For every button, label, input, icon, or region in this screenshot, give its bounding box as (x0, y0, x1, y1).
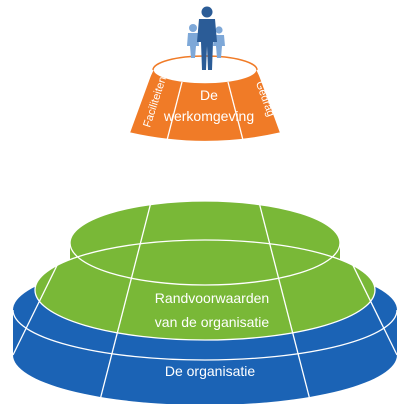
people-group-icon (187, 6, 225, 70)
work-environment-title-line2: werkomgeving (163, 108, 254, 124)
work-environment-tier (130, 70, 280, 142)
work-environment-title-line1: De (200, 87, 218, 103)
conditions-title-line2: van de organisatie (155, 314, 270, 330)
cone-grid-lines (12, 69, 398, 401)
conditions-tier-bottom (35, 240, 375, 340)
conditions-title-line1: Randvoorwaarden (155, 290, 269, 306)
organisation-title: De organisatie (165, 363, 255, 379)
